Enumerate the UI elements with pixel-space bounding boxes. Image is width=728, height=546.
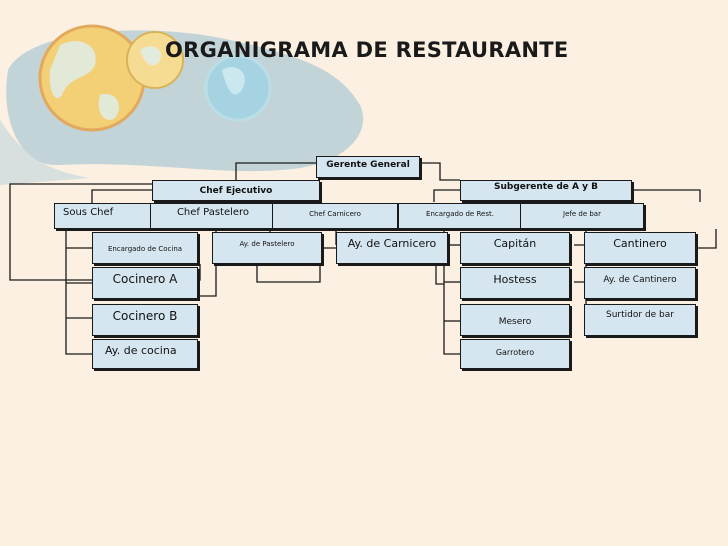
node-sous-chef: Sous Chef (54, 203, 154, 229)
node-label: Ay. de Pastelero (239, 240, 295, 248)
node-cantinero: Cantinero (584, 232, 696, 264)
globe-blue-icon (204, 54, 272, 122)
node-cocinero-a: Cocinero A (92, 267, 198, 299)
node-mesero: Mesero (460, 304, 570, 336)
node-label: Subgerente de A y B (493, 182, 598, 192)
node-label: Chef Pastelero (176, 207, 250, 218)
node-label: Surtidor de bar (606, 310, 674, 320)
node-ay-cantinero: Ay. de Cantinero (584, 267, 696, 299)
node-label: Mesero (498, 317, 532, 327)
node-label: Chef Ejecutivo (199, 186, 273, 196)
node-label: Cocinero A (112, 272, 178, 286)
node-label: Ay. de cocina (105, 344, 177, 357)
node-label: Cocinero B (112, 309, 178, 323)
node-encargado-cocina: Encargado de Cocina (92, 232, 198, 264)
node-label: Chef Carnicero (309, 210, 361, 218)
node-ay-cocina: Ay. de cocina (92, 339, 198, 369)
node-label: Garrotero (495, 348, 535, 357)
node-subgerente: Subgerente de A y B (460, 180, 632, 201)
node-garrotero: Garrotero (460, 339, 570, 369)
node-label: Encargado de Rest. (426, 210, 494, 218)
node-label: Ay. de Cantinero (603, 275, 677, 285)
node-hostess: Hostess (460, 267, 570, 299)
node-chef-ejecutivo: Chef Ejecutivo (152, 180, 320, 201)
node-label: Encargado de Cocina (107, 245, 183, 253)
node-ay-carnicero: Ay. de Carnicero (336, 232, 448, 264)
node-cocinero-b: Cocinero B (92, 304, 198, 336)
map-blob-shape (0, 120, 90, 185)
node-label: Capitán (493, 237, 537, 250)
page-title: ORGANIGRAMA DE RESTAURANTE (165, 38, 569, 62)
node-gerente-general: Gerente General (316, 156, 420, 178)
node-chef-carnicero: Chef Carnicero (272, 203, 398, 229)
node-label: Cantinero (613, 237, 667, 250)
node-label: Ay. de Carnicero (347, 237, 437, 250)
node-label: Gerente General (326, 160, 410, 170)
globe-small-icon (126, 31, 184, 89)
node-capitan: Capitán (460, 232, 570, 264)
node-surtidor-bar: Surtidor de bar (584, 304, 696, 336)
node-label: Hostess (493, 273, 537, 286)
node-jefe-bar: Jefe de bar (520, 203, 644, 229)
node-chef-pastelero: Chef Pastelero (150, 203, 276, 229)
node-label: Sous Chef (63, 207, 114, 218)
node-label: Jefe de bar (563, 210, 601, 218)
globe-yellow-icon (38, 24, 146, 132)
node-ay-pastelero: Ay. de Pastelero (212, 232, 322, 264)
node-encargado-rest: Encargado de Rest. (398, 203, 522, 229)
